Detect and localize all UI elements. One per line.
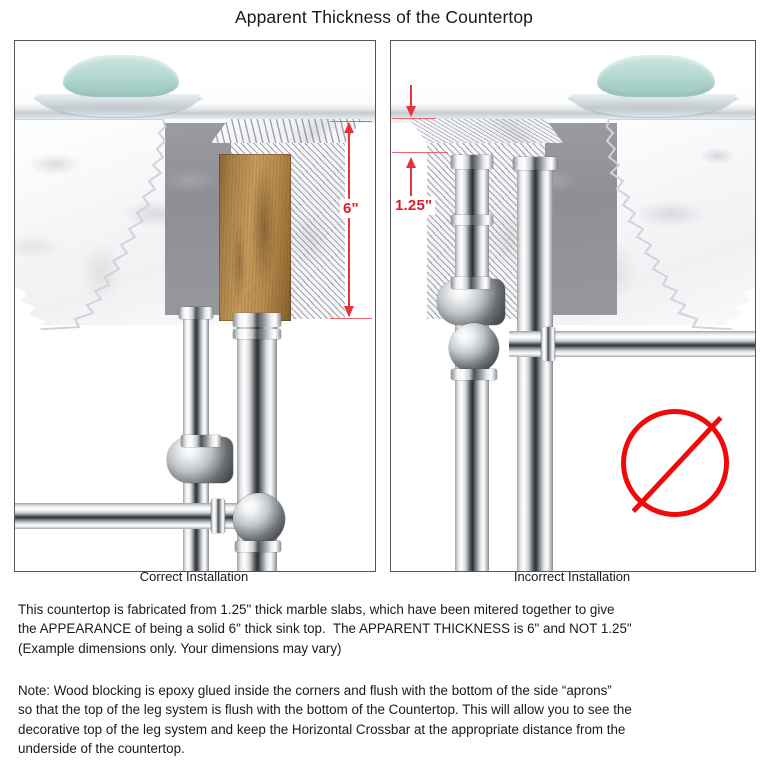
dimension-6in-arrow-top [344,122,354,133]
leg-collar-front-top [233,313,281,327]
note-paragraph-2: Note: Wood blocking is epoxy glued insid… [18,683,632,756]
dimension-125in-arrow-top [406,106,416,117]
panel-incorrect-content [391,41,755,571]
leg-collar-front-top [513,157,557,170]
panel-incorrect-installation [390,40,756,572]
leg-pipe-vertical-front [517,161,553,571]
crossbar-collar [541,327,555,361]
dimension-125in-label: 1.25" [392,196,436,215]
dimension-125in-arrow-bottom [406,157,416,168]
leg-collar-rear-top [179,307,213,319]
decorative-ball-joint [449,323,499,373]
caption-incorrect-installation: Incorrect Installation [513,569,631,584]
leg-elbow-collar [181,435,221,447]
broken-marble-edge [15,119,167,331]
ball-collar-below [451,369,497,380]
prohibition-symbol [607,395,747,535]
note-paragraph-1: This countertop is fabricated from 1.25"… [18,602,632,656]
decorative-ball-joint [233,493,285,545]
dimension-6in-ext-top [330,121,372,122]
dimension-125in-leader-bottom [410,168,412,200]
soap-bar [63,55,179,97]
wood-blocking [219,154,291,321]
page-title: Apparent Thickness of the Countertop [234,7,534,27]
crossbar-collar [211,499,225,533]
leg-collar-rear-mid [451,215,493,225]
prohibition-circle [621,409,729,517]
leg-elbow-collar [451,277,491,289]
leg-collar-front-second [233,329,281,339]
soap-bar [597,55,715,97]
panel-correct-content [15,41,375,571]
dimension-125in-ext-top [392,118,436,119]
dimension-6in-ext-bottom [330,318,372,319]
dimension-125in-ext-bottom [392,152,448,153]
broken-marble-edge [605,119,755,331]
leg-collar-rear-top [451,155,493,169]
caption-correct-installation: Correct Installation [139,569,249,584]
horizontal-crossbar [15,503,265,529]
dimension-6in-line [348,124,350,316]
panel-correct-installation [14,40,376,572]
broken-marble-bottom-edge [15,286,263,341]
dimension-6in-label: 6" [340,199,362,218]
dimension-6in-arrow-bottom [344,306,354,317]
dimension-125in-leader-top [410,85,412,107]
ball-collar-below [235,541,281,552]
